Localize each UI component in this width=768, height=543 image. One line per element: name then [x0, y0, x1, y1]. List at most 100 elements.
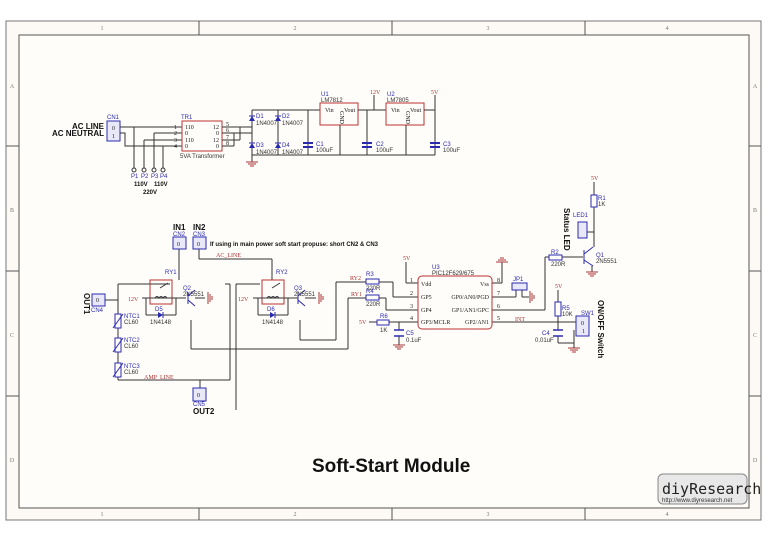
diode-d1[interactable]: D1 1N4007 [249, 114, 278, 127]
diode-d6[interactable]: D6 1N4148 [262, 307, 284, 326]
resistor-r5[interactable]: R5 10K [554, 301, 573, 318]
q3-ground-icon [318, 292, 324, 304]
resistor-r1[interactable]: R1 1K [590, 194, 606, 208]
tr1-transformer[interactable]: TR1 5VA Transformer 1 2 3 4 110 0 110 0 … [174, 115, 229, 160]
sw1-switch[interactable]: SW1 0 1 [575, 311, 595, 337]
col-label-top-2: 2 [294, 26, 297, 32]
u3-pic-mcu[interactable]: U3 PIC12F629/675 Vdd GP5 GP4 GP3/MCLR Vs… [410, 265, 500, 330]
d2-ref: D2 [282, 114, 290, 120]
cn4-pin: 0 [96, 298, 99, 304]
cn2-connector[interactable]: CN2 0 [172, 232, 187, 250]
cn1-pin-1: 1 [112, 134, 115, 140]
resistor-r4[interactable]: R4 220R [365, 289, 381, 308]
switch-wires [557, 290, 576, 344]
capacitor-c4[interactable]: C4 0.01uF [535, 329, 563, 344]
ntc1[interactable]: NTC1 CL60 [112, 313, 140, 329]
u3-pinnum-6: 6 [497, 304, 500, 310]
ntc1-ref: NTC1 [124, 314, 140, 320]
row-label-right-c: C [753, 333, 757, 339]
u3-pinnum-1: 1 [410, 278, 413, 284]
cn3-ref: CN3 [193, 232, 206, 238]
tr1-pri-val-1: 110 [185, 125, 194, 131]
led1[interactable]: LED1 [573, 213, 589, 239]
ntc3-ref: NTC3 [124, 364, 140, 370]
diode-d2[interactable]: D2 1N4007 [275, 114, 304, 127]
c4-ref: C4 [542, 331, 550, 337]
grid-labels: 1 2 3 4 1 2 3 4 A B C D A B C D [10, 26, 758, 518]
relay2-12v-label: 12V [238, 297, 249, 303]
transistor-q1[interactable]: Q1 2N5551 [583, 246, 618, 267]
tr1-sec-val-6: 0 [216, 131, 219, 137]
cn5-connector[interactable]: 0 CN5 [192, 387, 207, 408]
u2-wires [405, 95, 436, 155]
tap-p1-icon [131, 167, 137, 173]
u3-pinnum-2: 2 [410, 291, 413, 297]
capacitor-c3[interactable]: C3 100uF [430, 142, 460, 154]
u3-pinnum-5: 5 [497, 316, 500, 322]
relay-ry2[interactable]: RY2 [261, 270, 288, 305]
ry2-ref: RY2 [276, 270, 288, 276]
cn1-connector[interactable]: CN1 0 1 [106, 115, 121, 142]
ntc3[interactable]: NTC3 CL60 [112, 362, 140, 378]
u2-pin-gnd: GND [404, 111, 410, 125]
diode-d3[interactable]: D3 1N4007 [249, 142, 278, 156]
sw1-ref: SW1 [581, 311, 595, 317]
jumper-jp1[interactable]: JP1 [511, 277, 528, 291]
col-label-bottom-1: 1 [101, 512, 104, 518]
u2-pin-vout: Vout [410, 108, 422, 114]
diode-d5[interactable]: D5 1N4148 [150, 307, 172, 326]
led-5v-label: 5V [591, 176, 599, 182]
q1-part: 2N5551 [596, 259, 618, 265]
c5-val: 0.1uF [406, 338, 422, 344]
d3-val: 1N4007 [256, 150, 278, 156]
tr1-pri-val-2: 0 [185, 131, 188, 137]
r2-ref: R2 [551, 250, 559, 256]
c1-ref: C1 [316, 142, 324, 148]
resistor-r2[interactable]: R2 220R [548, 250, 566, 268]
capacitor-c5[interactable]: C5 0.1uF [394, 329, 422, 344]
diyresearch-logo[interactable]: diyResearch http://www.diyresearch.net [657, 473, 761, 505]
cn3-pin: 0 [197, 242, 200, 248]
out1-label: OUT1 [82, 293, 91, 315]
capacitor-c1[interactable]: C1 100uF [303, 142, 333, 154]
jp1-ground-icon [529, 291, 535, 303]
status-wires [562, 182, 595, 272]
tr1-pin-1: 1 [174, 125, 177, 131]
capacitor-c2[interactable]: C2 100uF [362, 142, 393, 154]
tap-p4-label: P4 [160, 174, 168, 180]
r5-ref: R5 [562, 306, 570, 312]
ntc2-val: CL60 [124, 344, 139, 350]
sw1-pin-0: 0 [581, 321, 584, 327]
ntc2[interactable]: NTC2 CL60 [112, 337, 140, 353]
r6-val: 1K [380, 328, 387, 334]
resistor-r6[interactable]: R6 1K [376, 314, 390, 334]
tr1-pin-8: 8 [226, 141, 229, 147]
u3-pin-gp1: GP1/AN1/GPC [452, 308, 489, 314]
row-label-left-b: B [10, 208, 14, 214]
col-label-top-4: 4 [666, 26, 669, 32]
transistor-q3[interactable]: Q3 2N5551 [294, 286, 316, 307]
resistor-r3[interactable]: R3 220R [365, 272, 381, 292]
cn5-ref: CN5 [193, 402, 206, 408]
r2-val: 220R [551, 262, 566, 268]
u2-regulator[interactable]: U2 LM7805 Vin Vout GND [385, 92, 425, 126]
ac-line-net-label: AC_LINE [216, 253, 241, 259]
relay-ry1[interactable]: RY1 [149, 270, 177, 305]
u3-pin-gp0: GP0/AN0/PGD [451, 295, 489, 301]
cn3-connector[interactable]: CN3 0 [192, 232, 207, 250]
c4-val: 0.01uF [535, 338, 554, 344]
diode-d4[interactable]: D4 1N4007 [275, 142, 304, 156]
q2-part: 2N5551 [183, 292, 205, 298]
transistor-q2[interactable]: Q2 2N5551 [183, 286, 205, 307]
sw-5v-label: 5V [555, 284, 563, 290]
cn4-connector[interactable]: 0 CN4 [91, 293, 106, 314]
tr1-description: 5VA Transformer [180, 154, 225, 160]
r3-ref: R3 [366, 272, 374, 278]
u1-regulator[interactable]: U1 LM7812 Vin Vout GND [319, 92, 359, 126]
d6-ref: D6 [267, 307, 275, 313]
ntc3-val: CL60 [124, 370, 139, 376]
r3-val: 220R [366, 286, 381, 292]
row-label-left-a: A [10, 84, 15, 90]
ntc2-ref: NTC2 [124, 338, 140, 344]
cn1-designator: CN1 [107, 115, 120, 121]
